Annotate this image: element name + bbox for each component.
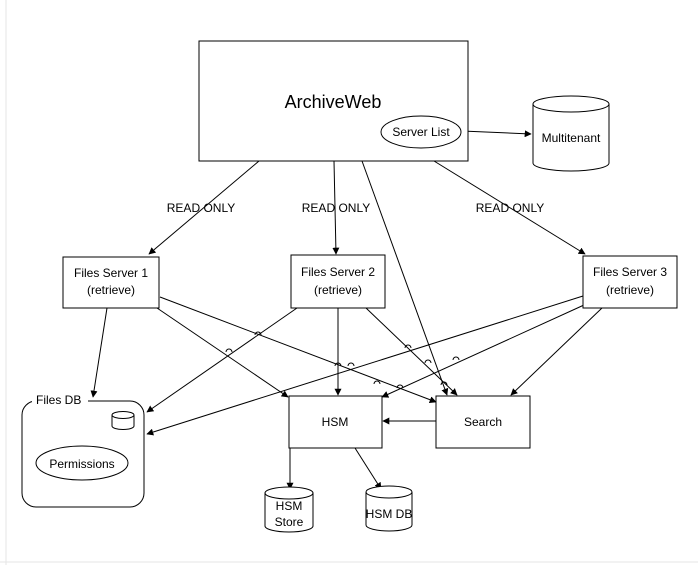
edge-archiveweb-to-fs2 (332, 160, 340, 255)
hsm-label: HSM (322, 415, 349, 429)
node-search[interactable]: Search (435, 395, 531, 449)
node-multitenant[interactable]: Multitenant (532, 95, 610, 172)
permissions-ellipse (35, 445, 129, 481)
crossing-hop (347, 362, 355, 367)
files-server-3-box (582, 255, 678, 309)
files-server-3-name: Files Server 3 (593, 265, 667, 279)
hsm-box (288, 395, 383, 449)
files-server-1-role: (retrieve) (87, 283, 135, 297)
edge-label-read-only-1: READ ONLY (167, 201, 235, 215)
edge-fs1-to-hsm (156, 307, 289, 398)
crossing-hop (404, 344, 412, 349)
crossing-hop (452, 356, 460, 361)
hsm-db-cylinder-body (365, 492, 413, 532)
edge-fs1-to-filesdb (90, 307, 108, 398)
node-files-server-1[interactable]: Files Server 1 (retrieve) (62, 256, 160, 309)
hsm-store-cylinder-body (264, 493, 314, 533)
edge-label-read-only-3: READ ONLY (476, 201, 544, 215)
node-files-server-2[interactable]: Files Server 2 (retrieve) (290, 254, 386, 309)
node-hsm-db[interactable]: HSM DB (365, 485, 413, 532)
files-server-1-name: Files Server 1 (74, 266, 148, 280)
multitenant-cylinder-body (532, 104, 610, 172)
files-server-2-box (290, 254, 386, 309)
multitenant-cylinder-top (532, 95, 610, 113)
edge-archiveweb-to-fs1 (148, 160, 260, 255)
files-server-2-role: (retrieve) (314, 283, 362, 297)
files-server-2-name: Files Server 2 (301, 265, 375, 279)
edge-fs1-to-search (159, 296, 437, 404)
node-files-server-3[interactable]: Files Server 3 (retrieve) (582, 255, 678, 309)
files-server-1-box (62, 256, 160, 309)
edge-fs3-to-filesdb (146, 295, 584, 436)
crossing-hop (334, 362, 342, 367)
search-box (435, 395, 531, 449)
crossing-hop (396, 384, 404, 389)
edge-hsm-to-hsmdb (354, 447, 382, 490)
crossing-hop (440, 381, 448, 386)
archiveweb-label: ArchiveWeb (285, 92, 382, 112)
hsm-db-cylinder-top (365, 485, 413, 499)
edge-archiveweb-to-search (361, 160, 449, 396)
crossing-hop (373, 380, 381, 385)
multitenant-label: Multitenant (542, 131, 601, 145)
crossing-hop (225, 348, 233, 353)
hsm-db-label: HSM DB (366, 507, 413, 521)
edge-fs3-to-hsm (381, 304, 585, 398)
connectors (90, 130, 603, 490)
files-db-label: Files DB (36, 393, 81, 407)
edge-serverlist-to-multitenant (461, 130, 532, 138)
node-hsm[interactable]: HSM (288, 395, 383, 449)
server-list-label: Server List (392, 125, 450, 139)
crossing-hop (254, 331, 262, 336)
node-files-db[interactable]: Files DB Permissions (21, 392, 145, 508)
crossing-hop (424, 359, 432, 364)
files-server-3-role: (retrieve) (606, 283, 654, 297)
edge-label-read-only-2: READ ONLY (302, 201, 370, 215)
search-label: Search (464, 415, 502, 429)
files-db-label-backing (32, 392, 88, 408)
edge-archiveweb-to-fs3 (433, 160, 586, 255)
permissions-label: Permissions (49, 457, 114, 471)
edge-fs2-to-search (365, 307, 458, 396)
node-archiveweb[interactable]: ArchiveWeb Server List (198, 40, 469, 162)
hsm-store-label-line2: Store (275, 515, 304, 529)
hsm-store-label-line1: HSM (276, 499, 303, 513)
edge-fs2-to-filesdb (146, 307, 298, 413)
database-icon (111, 411, 135, 430)
node-hsm-store[interactable]: HSM Store (264, 486, 314, 533)
hsm-store-cylinder-top (264, 486, 314, 500)
edge-fs3-to-search (510, 307, 603, 396)
server-list-ellipse (380, 115, 462, 149)
